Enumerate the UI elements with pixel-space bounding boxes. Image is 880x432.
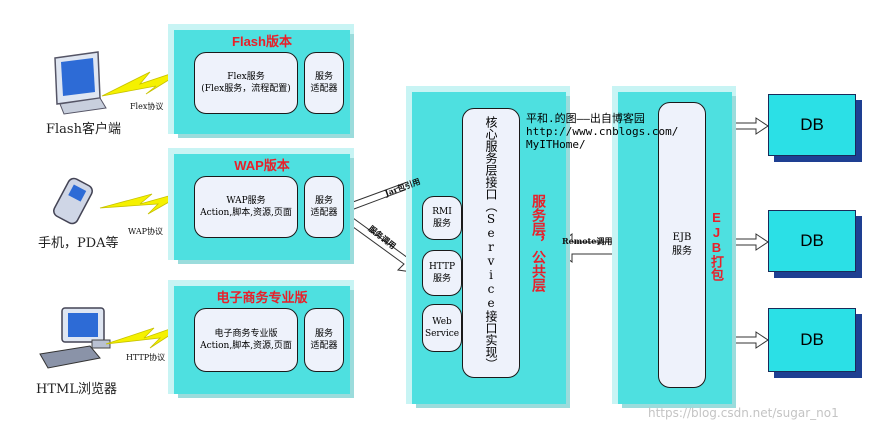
flex-protocol-label: Flex协议 xyxy=(130,102,164,111)
ecommerce-panel-title: 电子商务专业版 xyxy=(216,290,308,305)
wap-adapter-box: 服务 适配器 xyxy=(304,176,344,238)
flex-service-box: Flex服务 (Flex服务，流程配置) xyxy=(194,52,298,114)
author-line-1: 平和.的图——出自博客园 xyxy=(526,112,645,125)
ejb-panel: EJB 服务 EJB打包 xyxy=(618,92,732,404)
flash-panel: Flash版本 Flex服务 (Flex服务，流程配置) 服务 适配器 xyxy=(174,30,350,134)
web-service-box: Web Service xyxy=(422,304,462,352)
ecommerce-service-box: 电子商务专业版 Action,脚本,资源,页面 xyxy=(194,308,298,372)
author-line-2: http://www.cnblogs.com/ xyxy=(526,125,679,138)
service-layer-title: 服务层，公共层 xyxy=(531,194,547,292)
db-box-1: DB xyxy=(768,94,856,156)
author-line-3: MyITHome/ xyxy=(526,138,586,151)
db-box-3: DB xyxy=(768,308,856,372)
core-service-interface-box: 核心服务层接口（Service接口实现） xyxy=(462,108,520,378)
ecommerce-adapter-box: 服务 适配器 xyxy=(304,308,344,372)
remote-call-label: Remote调用/Local调用 xyxy=(562,236,656,246)
phone-pda-icon xyxy=(53,177,93,225)
wap-protocol-label: WAP协议 xyxy=(128,227,163,236)
watermark: https://blog.csdn.net/sugar_no1 xyxy=(648,406,839,420)
html-browser-computer-icon xyxy=(39,307,111,369)
rmi-service-box: RMI 服务 xyxy=(422,196,462,240)
db-box-2: DB xyxy=(768,210,856,272)
ejb-service-box: EJB 服务 xyxy=(658,102,706,388)
http-service-box: HTTP 服务 xyxy=(422,250,462,296)
wap-panel: WAP版本 WAP服务 Action,脚本,资源,页面 服务 适配器 xyxy=(174,154,350,260)
flash-client-label: Flash客户端 xyxy=(46,122,121,137)
flash-adapter-box: 服务 适配器 xyxy=(304,52,344,114)
author-overlay: 平和.的图——出自博客园 http://www.cnblogs.com/ MyI… xyxy=(526,112,678,151)
ecommerce-panel: 电子商务专业版 电子商务专业版 Action,脚本,资源,页面 服务 适配器 xyxy=(174,286,350,394)
service-layer-panel: RMI 服务 HTTP 服务 Web Service 核心服务层接口（Servi… xyxy=(412,92,566,404)
flash-panel-title: Flash版本 xyxy=(232,34,292,49)
wap-panel-title: WAP版本 xyxy=(234,158,290,173)
phone-client-label: 手机，PDA等 xyxy=(38,236,119,251)
ejb-pack-label: EJB打包 xyxy=(709,210,724,281)
browser-client-label: HTML浏览器 xyxy=(36,382,117,397)
flash-client-monitor-icon xyxy=(54,51,107,115)
wap-service-box: WAP服务 Action,脚本,资源,页面 xyxy=(194,176,298,238)
http-protocol-label: HTTP协议 xyxy=(126,353,166,362)
